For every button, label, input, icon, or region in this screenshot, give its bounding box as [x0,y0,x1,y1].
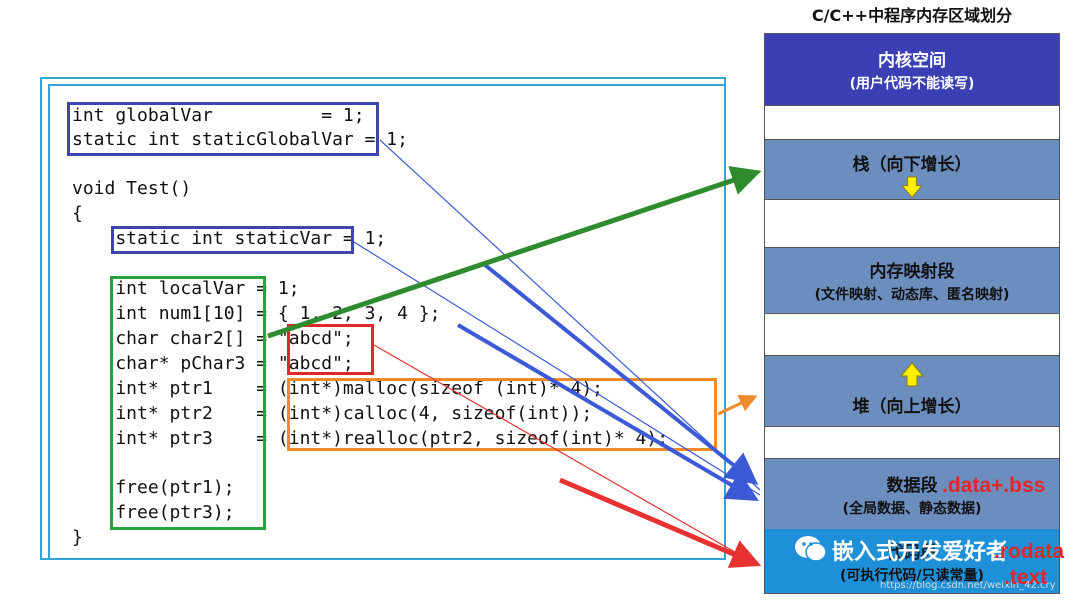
arrow-down-icon [901,176,923,198]
code-line: int* ptr2 = (int*)calloc(4, sizeof(int))… [72,403,593,424]
code-line: { [72,203,83,224]
arrow-literal-to-code [559,477,762,568]
data-bss-label: .data+.bss [942,474,1046,497]
arrow-local-to-stack [267,166,762,339]
arrow-up-icon [899,362,925,387]
stack-segment: 栈（向下增长） [765,140,1059,199]
gap [765,105,1059,140]
memory-title: C/C++中程序内存区域划分 [811,6,1013,25]
code-line: char char2[] = "abcd"; [72,328,354,349]
data-segment: 数据段 (全局数据、静态数据) [765,459,1059,529]
code-title: 代码段 [886,542,938,563]
heap-title: 堆（向上增长） [852,397,972,417]
kernel-subtitle: (用户代码不能读写) [849,76,975,92]
rodata-label: .rodata [994,540,1065,563]
gap [765,426,1059,459]
data-subtitle: (全局数据、静态数据) [842,500,982,517]
mmap-title: 内存映射段 [869,262,955,282]
code-subtitle: (可执行代码/只读常量) [840,567,984,584]
arrow-global-thin [379,139,761,491]
mmap-subtitle: (文件映射、动态库、匿名映射) [814,287,1010,303]
data-title: 数据段 [886,475,938,496]
watermark-url: https://blog.csdn.net/weixin_42.cry [880,580,1056,591]
string-literal-box [287,324,374,375]
static-var-box [111,226,354,254]
wechat-icon [795,536,827,562]
kernel-space-segment: 内核空间 (用户代码不能读写) [765,34,1059,105]
arrow-global-to-data [483,263,759,486]
heap-segment: 堆（向上增长） [765,356,1059,426]
code-line: int* ptr1 = (int*)malloc(sizeof (int)* 4… [72,378,604,399]
gap [765,313,1059,356]
local-vars-box [110,276,266,530]
global-vars-box [67,102,379,156]
stack-title: 栈（向下增长） [852,155,972,175]
code-line: void Test() [72,178,192,199]
arrow-static-to-data [456,323,759,502]
code-line: static int staticGlobalVar = 1; [72,129,408,150]
arrow-heap-alloc [717,394,758,416]
code-frame-inner [48,84,726,560]
code-line: int num1[10] = { 1, 2, 3, 4 }; [72,303,441,324]
code-line: int globalVar = 1; [72,105,365,126]
code-line: free(ptr3); [72,502,235,523]
code-line: static int staticVar = 1; [72,228,387,249]
code-line: int localVar = 1; [72,278,300,299]
heap-alloc-box [287,378,717,451]
watermark-text: 嵌入式开发爱好者 [832,540,1009,565]
arrow-literal-thin [373,344,741,556]
text-label: .text [1004,566,1048,589]
code-line: char* pChar3 = "abcd"; [72,353,354,374]
code-line: } [72,527,83,548]
code-line: free(ptr1); [72,477,235,498]
gap [765,199,1059,248]
memory-column [764,33,1060,594]
mmap-segment: 内存映射段 (文件映射、动态库、匿名映射) [765,248,1059,313]
kernel-title: 内核空间 [878,51,946,71]
